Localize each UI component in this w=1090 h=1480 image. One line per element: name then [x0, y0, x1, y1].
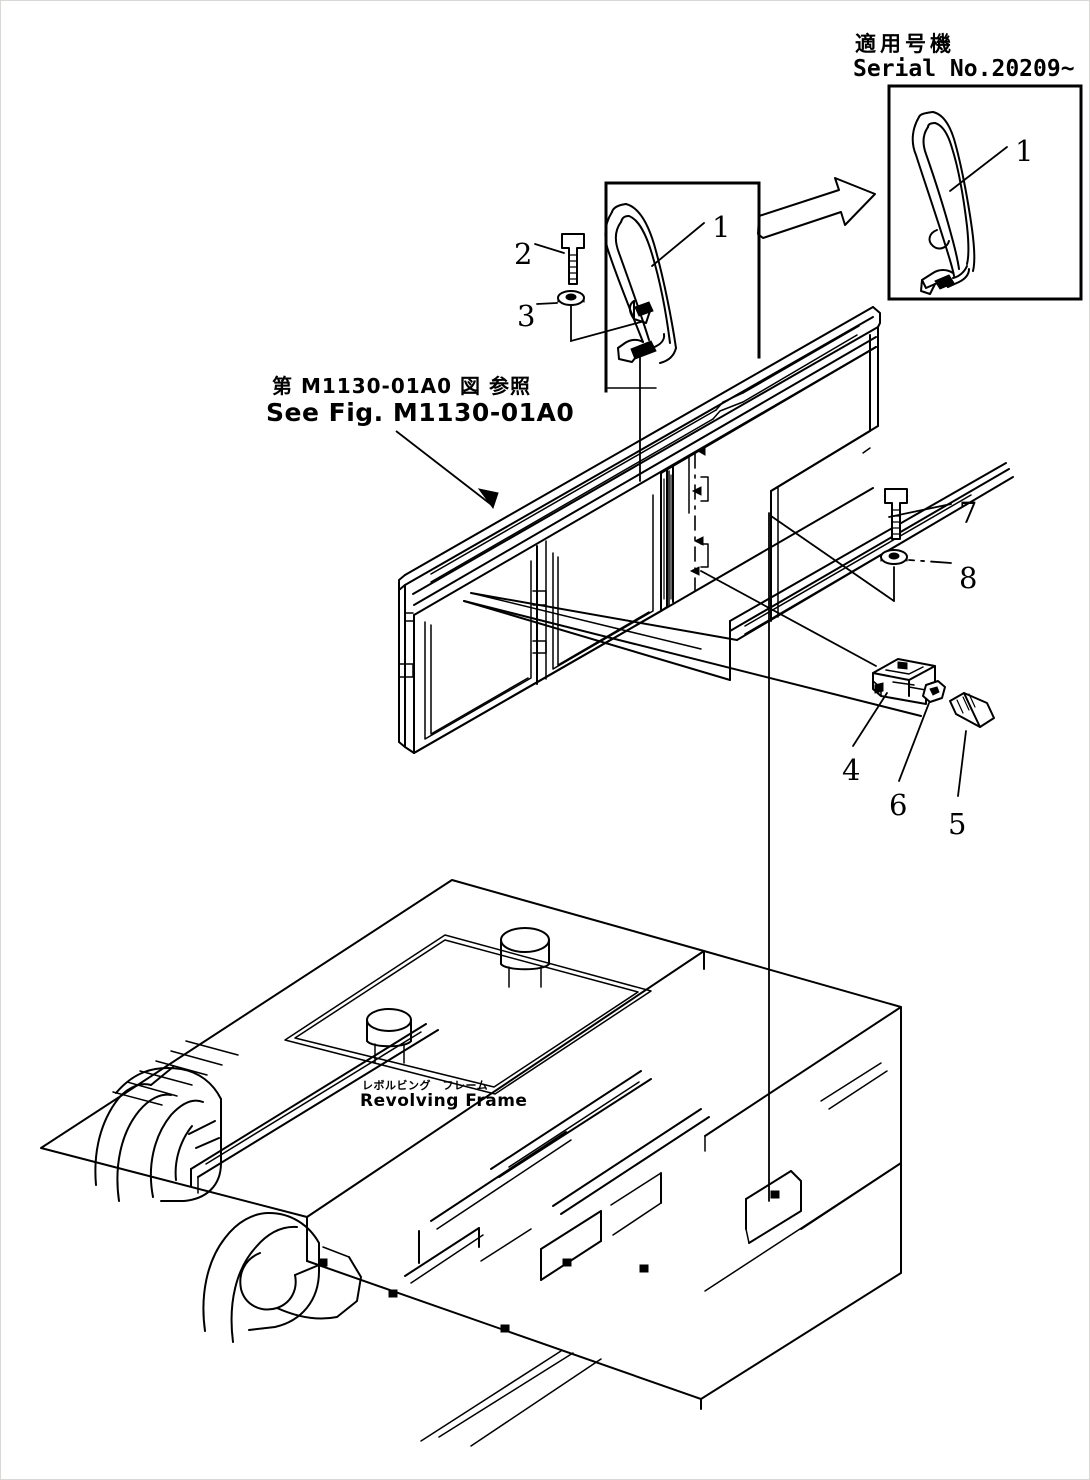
callout-number-2: 2: [514, 237, 533, 271]
revolving-frame: [40, 879, 902, 1447]
callout-number-1: 1: [712, 210, 731, 244]
revolving-frame-label-english: Revolving Frame: [360, 1091, 528, 1111]
figure-reference-japanese: 第 M1130-01A0 図 参照: [272, 374, 531, 398]
washer-part-3: [536, 290, 642, 343]
figure-reference-english: See Fig. M1130-01A0: [266, 398, 575, 427]
bolt-part-2: [534, 233, 585, 285]
bolt-part-5: [949, 692, 995, 797]
callout-number-6: 6: [889, 788, 908, 822]
serial-note-english: Serial No.20209~: [853, 56, 1075, 82]
bracket-part-4: [700, 570, 936, 747]
deck-boss-right: [500, 927, 550, 988]
callout-number-8: 8: [959, 561, 978, 595]
washer-part-8: [770, 515, 952, 602]
side-door-panel-assembly: [398, 306, 1014, 754]
deck-boss-left: [366, 1008, 412, 1064]
serial-variant-inset-box: [887, 84, 1083, 301]
upper-detail-frame: [604, 181, 761, 393]
handle-part-1: [604, 203, 705, 364]
callout-number-1b: 1: [1015, 134, 1034, 168]
serial-note-japanese: 適用号機: [855, 32, 955, 56]
washer-part-6: [898, 680, 946, 782]
callout-number-5: 5: [948, 807, 967, 841]
inset-handle-part-1: [911, 111, 976, 295]
callout-number-7: 7: [959, 496, 978, 530]
callout-number-4: 4: [842, 753, 861, 787]
revolving-frame-label-japanese: レボルビング フレーム: [362, 1079, 489, 1092]
assembly-axis-line: [639, 348, 770, 1202]
callout-number-3: 3: [517, 299, 536, 333]
transfer-arrow: [757, 177, 876, 239]
bolt-part-7: [884, 488, 952, 540]
